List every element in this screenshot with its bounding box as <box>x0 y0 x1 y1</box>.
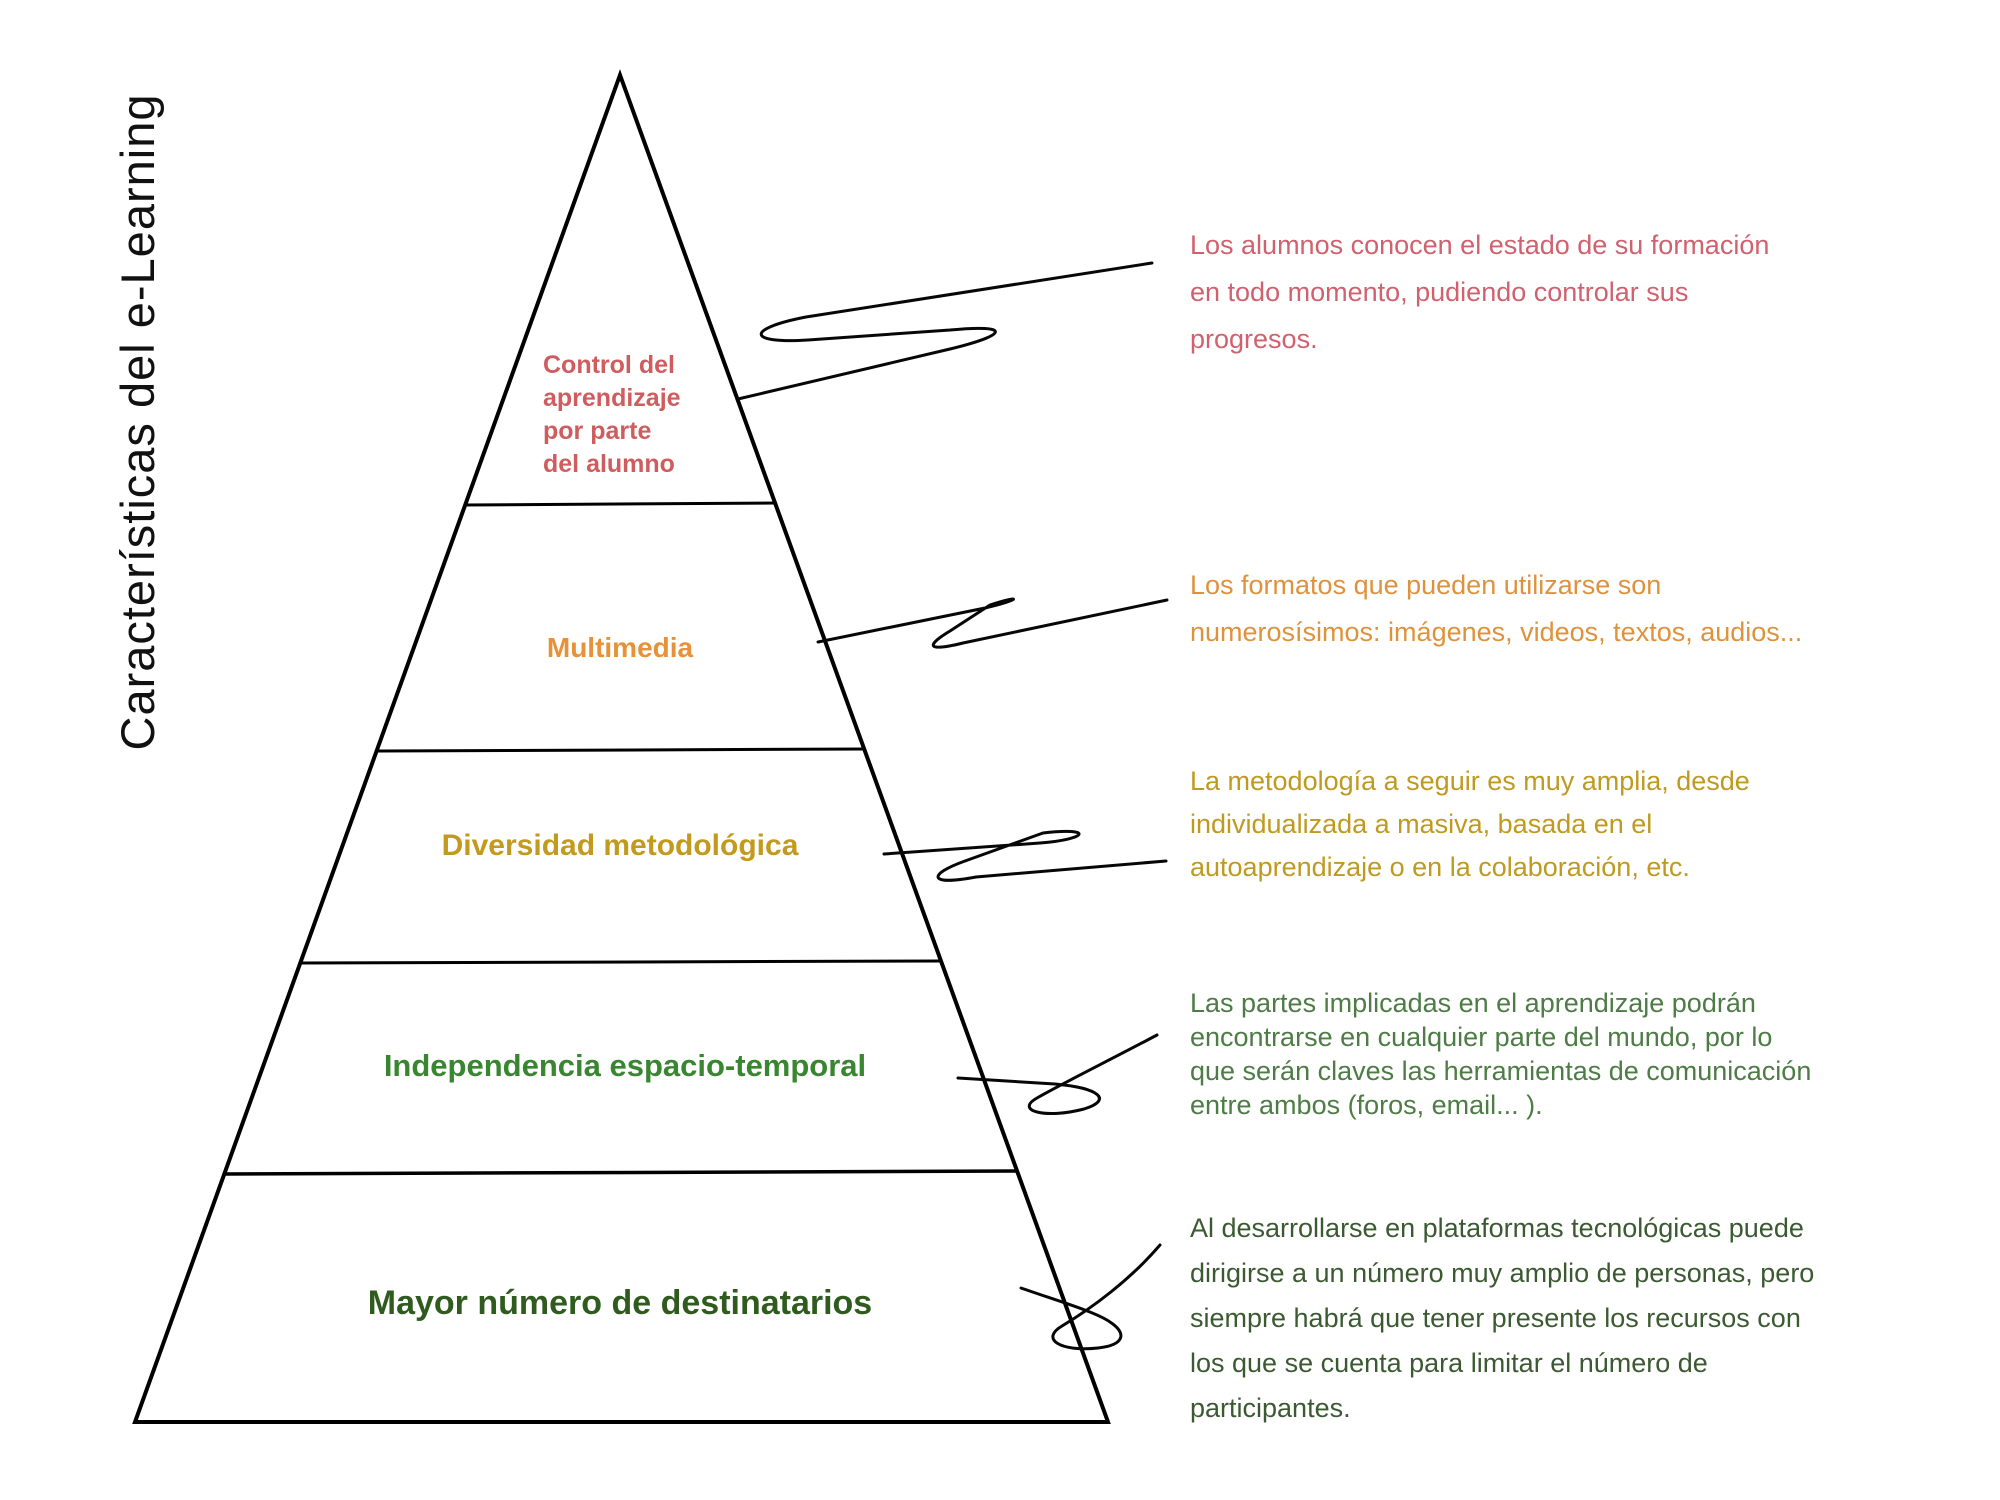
connector-squiggle-2 <box>816 597 1169 649</box>
annotation-multimedia: Los formatos que pueden utilizarse son n… <box>1190 570 1803 647</box>
level-divider-2 <box>376 747 866 753</box>
annotation-mayor-numero-destinatarios: Al desarrollarse en plataformas tecnológ… <box>1190 1213 1815 1423</box>
diagram-title: Características del e-Learning <box>111 93 164 751</box>
connector-squiggle-1 <box>736 261 1154 401</box>
level-divider-1 <box>464 501 777 507</box>
connector-squiggle-3 <box>882 829 1168 882</box>
level-divider-4 <box>224 1169 1019 1176</box>
pyramid-level-label-mayor-numero-destinatarios: Mayor número de destinatarios <box>367 1284 873 1322</box>
annotation-control-del-aprendizaje: Los alumnos conocen el estado de su form… <box>1190 230 1770 354</box>
connector-squiggle-5 <box>1019 1243 1162 1351</box>
annotation-diversidad-metodologica: La metodología a seguir es muy amplia, d… <box>1190 766 1750 882</box>
pyramid-level-label-multimedia: Multimedia <box>546 632 694 663</box>
pyramid-level-label-diversidad-metodologica: Diversidad metodológica <box>441 829 799 862</box>
level-divider-3 <box>300 959 942 965</box>
pyramid-level-label-independencia-espacio-temporal: Independencia espacio-temporal <box>383 1048 867 1083</box>
annotation-independencia-espacio-temporal: Las partes implicadas en el aprendizaje … <box>1190 988 1812 1120</box>
connector-squiggle-4 <box>956 1033 1159 1115</box>
pyramid-level-label-control-del-aprendizaje: Control del aprendizaje por parte del al… <box>543 351 681 478</box>
